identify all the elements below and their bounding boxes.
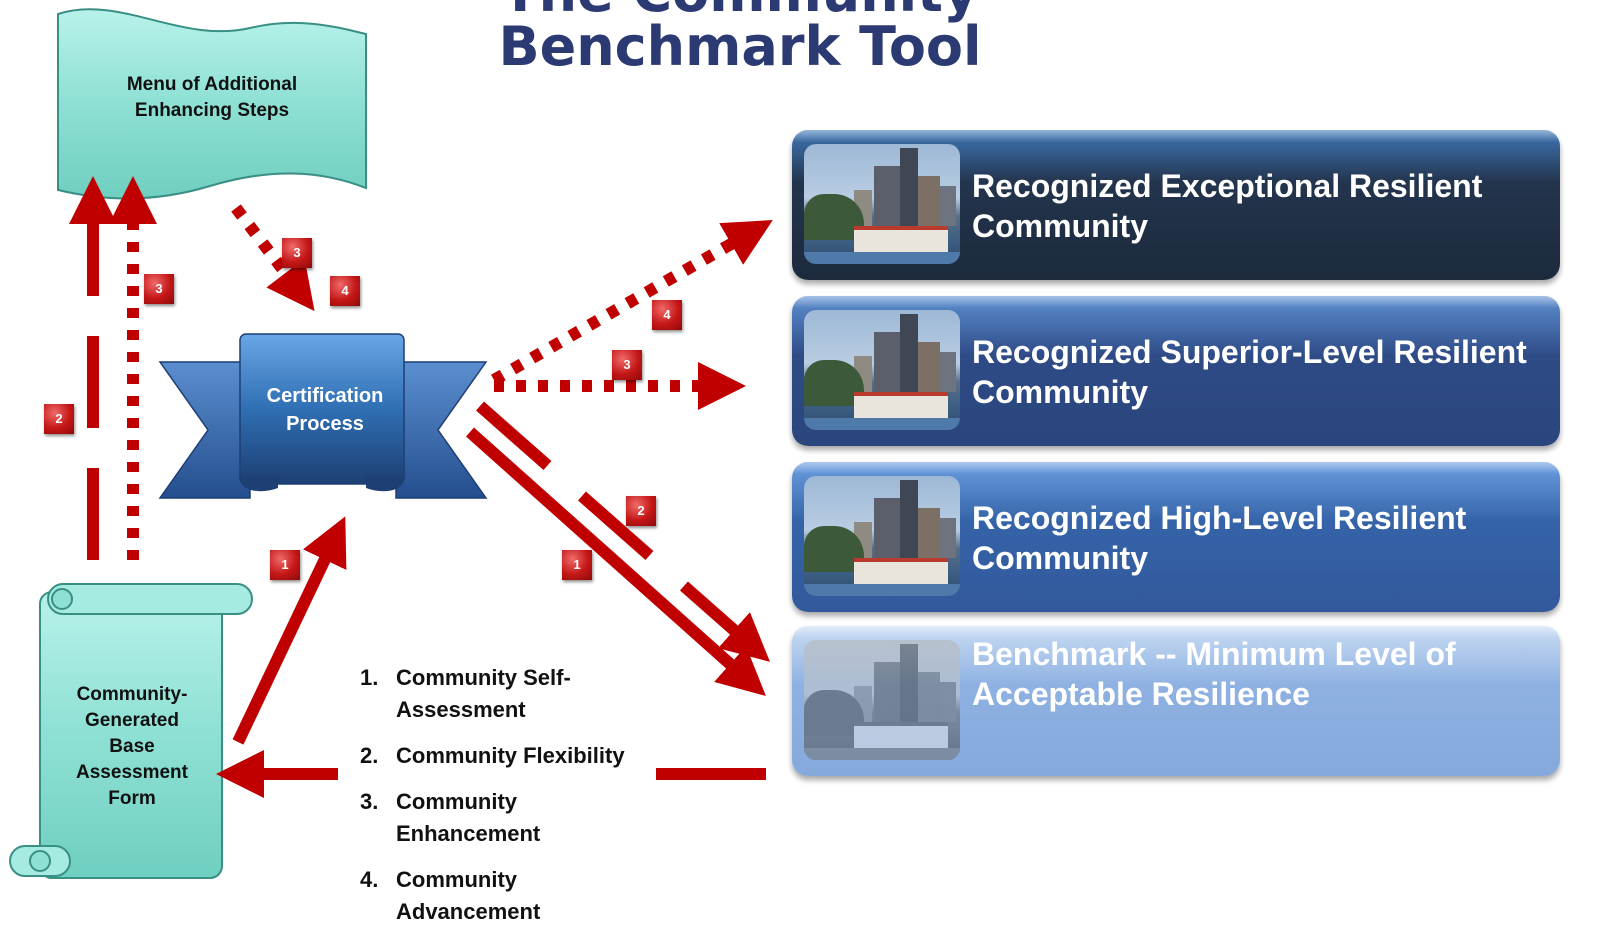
step-tag-2: 2 bbox=[626, 496, 656, 526]
level-shine bbox=[792, 296, 1560, 308]
city-riverboat-image bbox=[804, 640, 960, 760]
arrow-dotted-cert-to-level-1 bbox=[491, 220, 773, 386]
level-benchmark: Benchmark -- Minimum Level of Acceptable… bbox=[792, 626, 1560, 776]
menu-box-label: Menu of Additional Enhancing Steps bbox=[126, 74, 298, 121]
legend-number: 4. bbox=[360, 867, 379, 892]
level-shine bbox=[792, 130, 1560, 142]
arrow-dashed-cert-to-benchmark bbox=[476, 401, 770, 662]
step-legend: 1. Community Self-Assessment 2. Communit… bbox=[360, 662, 660, 942]
legend-label: Community Enhancement bbox=[396, 789, 541, 846]
title-line-2: Benchmark Tool bbox=[498, 15, 982, 78]
step-tag-4: 4 bbox=[652, 300, 682, 330]
certification-banner bbox=[158, 333, 488, 499]
level-label: Recognized Superior-Level Resilient Comm… bbox=[972, 334, 1527, 410]
step-tag-1: 1 bbox=[562, 550, 592, 580]
step-tag-1: 1 bbox=[270, 550, 300, 580]
legend-number: 3. bbox=[360, 789, 379, 814]
legend-label: Community Advancement bbox=[396, 867, 541, 924]
legend-item: 3. Community Enhancement bbox=[360, 786, 660, 850]
step-tag-3: 3 bbox=[612, 350, 642, 380]
legend-item: 1. Community Self-Assessment bbox=[360, 662, 660, 726]
certification-label: Certification Process bbox=[266, 385, 384, 435]
step-tag-2: 2 bbox=[44, 404, 74, 434]
level-label: Benchmark -- Minimum Level of Acceptable… bbox=[972, 636, 1456, 712]
city-riverboat-image bbox=[804, 144, 960, 264]
arrow-solid-form-to-cert bbox=[232, 516, 347, 745]
legend-number: 2. bbox=[360, 743, 379, 768]
legend-label: Community Self-Assessment bbox=[396, 665, 571, 722]
legend-label: Community Flexibility bbox=[396, 743, 625, 768]
legend-item: 4. Community Advancement bbox=[360, 864, 660, 928]
level-high: Recognized High-Level Resilient Communit… bbox=[792, 462, 1560, 612]
level-superior: Recognized Superior-Level Resilient Comm… bbox=[792, 296, 1560, 446]
assessment-scroll bbox=[9, 583, 253, 879]
arrow-solid-cert-to-benchmark bbox=[466, 427, 766, 696]
legend-number: 1. bbox=[360, 665, 379, 690]
city-riverboat-image bbox=[804, 310, 960, 430]
legend-item: 2. Community Flexibility bbox=[360, 740, 660, 772]
step-tag-3: 3 bbox=[144, 274, 174, 304]
title-line-1: The Community bbox=[440, 0, 1040, 20]
level-shine bbox=[792, 626, 1560, 638]
level-label: Recognized Exceptional Resilient Communi… bbox=[972, 168, 1483, 244]
level-exceptional: Recognized Exceptional Resilient Communi… bbox=[792, 130, 1560, 280]
assessment-form-label: Community-Generated Base Assessment Form bbox=[76, 684, 188, 809]
level-label: Recognized High-Level Resilient Communit… bbox=[972, 500, 1467, 576]
step-tag-4: 4 bbox=[330, 276, 360, 306]
city-riverboat-image bbox=[804, 476, 960, 596]
arrow-dotted-menu-to-cert bbox=[231, 204, 315, 312]
level-shine bbox=[792, 462, 1560, 474]
step-tag-3: 3 bbox=[282, 238, 312, 268]
